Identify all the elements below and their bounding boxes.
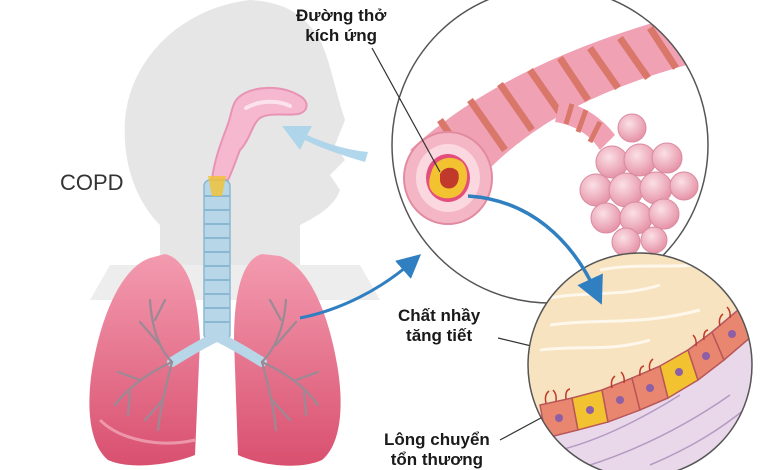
copd-label: COPD xyxy=(60,170,124,195)
irritated-airway-label-line2: kích ứng xyxy=(296,26,386,46)
airway-cross-section xyxy=(404,132,492,224)
trachea xyxy=(204,176,230,340)
cilia-label-line1: Lông chuyển xyxy=(384,430,490,450)
irritated-airway-label: Đường thở kích ứng xyxy=(296,6,386,45)
cilia-label-line2: tổn thương xyxy=(384,450,490,470)
mucus-label-line2: tăng tiết xyxy=(398,326,480,346)
mucus-label: Chất nhầy tăng tiết xyxy=(398,306,480,345)
cilia-label: Lông chuyển tổn thương xyxy=(384,430,490,469)
mucus-label-line1: Chất nhầy xyxy=(398,306,480,326)
irritated-airway-label-line1: Đường thở xyxy=(296,6,386,26)
